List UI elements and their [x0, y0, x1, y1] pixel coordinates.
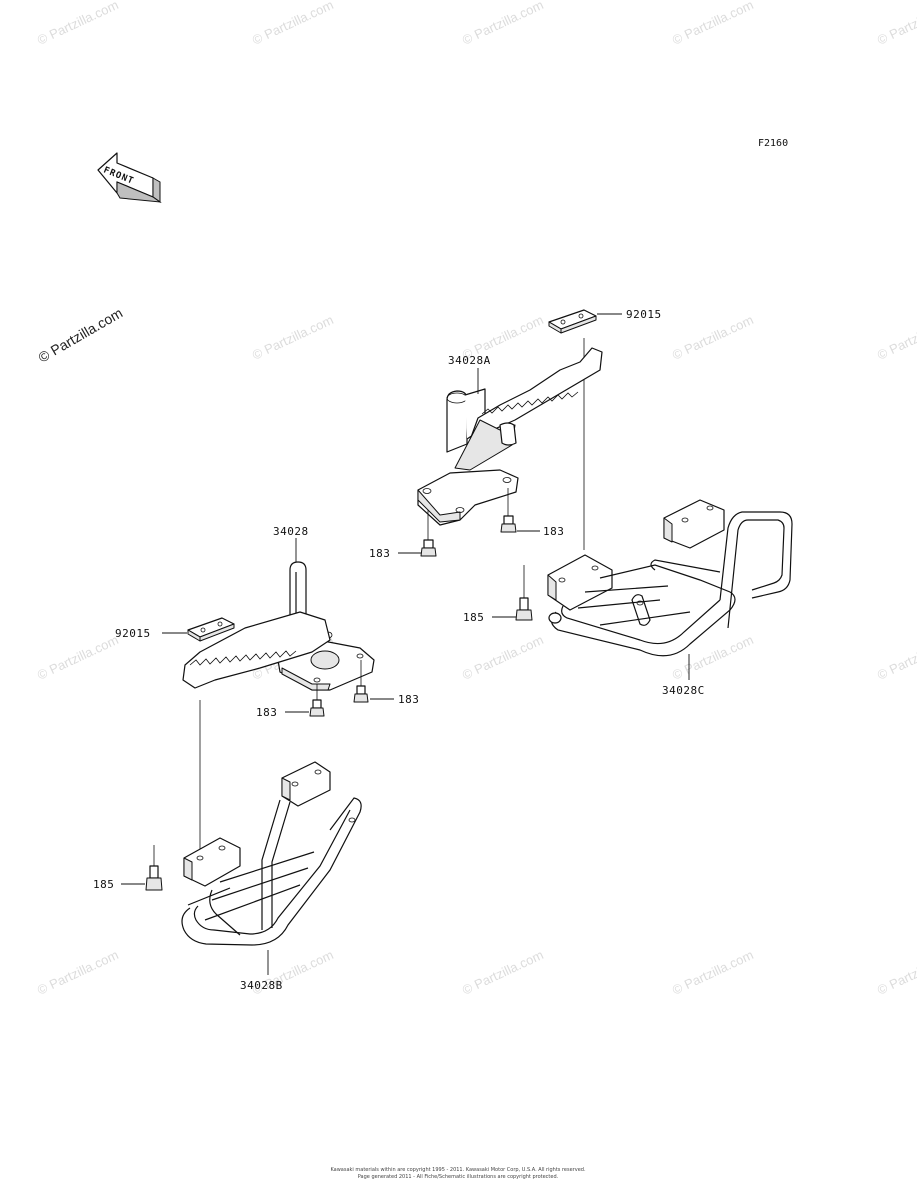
bolt-183-b: [500, 488, 517, 533]
footrest-step-34028: [182, 561, 375, 691]
copyright-line-1: Kawasaki materials within are copyright …: [330, 1167, 586, 1173]
label-92015-left: 92015: [115, 627, 151, 640]
watermark: © Partzilla.com: [460, 947, 546, 998]
watermark: © Partzilla.com: [670, 632, 756, 683]
bolt-183-d: [353, 660, 369, 703]
watermark: © Partzilla.com: [35, 947, 121, 998]
bolt-185-right: [515, 565, 533, 621]
watermark: © Partzilla.com: [35, 632, 121, 683]
watermark-primary: © Partzilla.com: [36, 305, 126, 366]
guard-bracket-34028b: [181, 761, 362, 946]
watermark: © Partzilla.com: [250, 312, 336, 363]
bolt-185-left: [145, 845, 163, 891]
label-34028a: 34028A: [448, 354, 491, 367]
label-185-right: 185: [463, 611, 484, 624]
watermark: © Partzilla.com: [460, 0, 546, 48]
label-185-left: 185: [93, 878, 114, 891]
watermark: © Partzilla.com: [875, 0, 917, 48]
watermark: © Partzilla.com: [35, 0, 121, 48]
watermark: © Partzilla.com: [250, 0, 336, 48]
footrest-step-34028a: [417, 347, 603, 526]
watermark: © Partzilla.com: [460, 632, 546, 683]
front-arrow-icon: FRONT: [97, 152, 162, 203]
watermark: © Partzilla.com: [875, 312, 917, 363]
label-183-c: 183: [256, 706, 277, 719]
watermark: © Partzilla.com: [670, 312, 756, 363]
copyright-line-2: Page generated 2011 - All Fiche/Schemati…: [358, 1174, 559, 1180]
guard-bracket-34028c: [547, 499, 793, 657]
bolt-183-c: [309, 684, 325, 717]
watermark: © Partzilla.com: [670, 947, 756, 998]
watermark: © Partzilla.com: [875, 947, 917, 998]
figure-code: F2160: [758, 138, 788, 149]
watermark: © Partzilla.com: [875, 632, 917, 683]
label-92015-right: 92015: [626, 308, 662, 321]
label-183-d: 183: [398, 693, 419, 706]
label-34028c: 34028C: [662, 684, 705, 697]
label-34028: 34028: [273, 525, 309, 538]
bolt-183-a: [420, 510, 437, 557]
rubber-pad-92015-left: [187, 617, 235, 642]
label-183-a: 183: [369, 547, 390, 560]
label-183-b: 183: [543, 525, 564, 538]
watermark: © Partzilla.com: [670, 0, 756, 48]
label-34028b: 34028B: [240, 979, 283, 992]
rubber-pad-92015-right: [548, 309, 597, 334]
